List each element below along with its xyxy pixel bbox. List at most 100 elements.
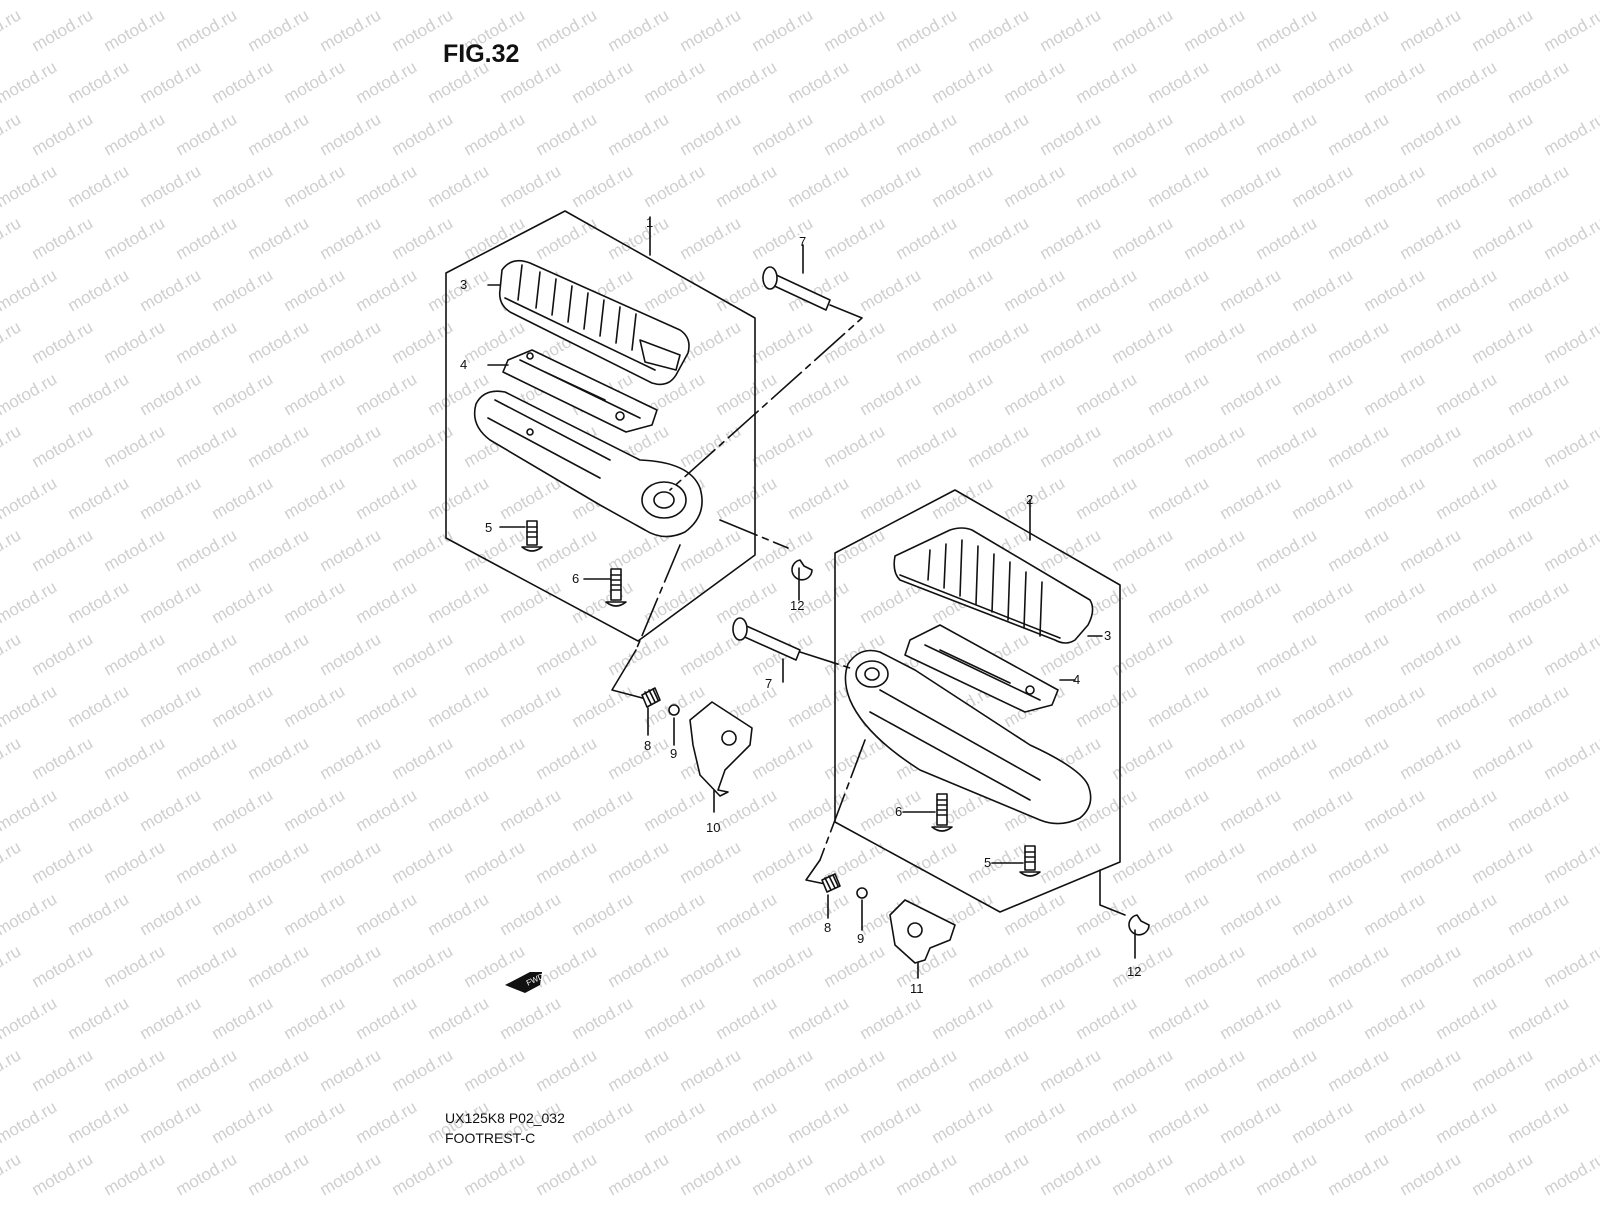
watermark-text: motod.ru <box>821 525 889 575</box>
watermark-text: motod.ru <box>569 0 637 3</box>
watermark-text: motod.ru <box>1433 0 1501 3</box>
watermark-text: motod.ru <box>1289 1097 1357 1147</box>
watermark-text: motod.ru <box>245 1045 313 1095</box>
watermark-text: motod.ru <box>353 57 421 107</box>
watermark-text: motod.ru <box>389 213 457 263</box>
watermark-text: motod.ru <box>173 1149 241 1199</box>
watermark-text: motod.ru <box>857 369 925 419</box>
watermark-text: motod.ru <box>173 317 241 367</box>
watermark-text: motod.ru <box>785 993 853 1043</box>
watermark-text: motod.ru <box>1541 525 1600 575</box>
watermark-text: motod.ru <box>173 1045 241 1095</box>
watermark-text: motod.ru <box>1505 577 1573 627</box>
watermark-text: motod.ru <box>353 265 421 315</box>
watermark-text: motod.ru <box>1145 889 1213 939</box>
watermark-text: motod.ru <box>0 941 24 991</box>
watermark-text: motod.ru <box>353 473 421 523</box>
watermark-text: motod.ru <box>1109 941 1177 991</box>
watermark-text: motod.ru <box>1325 629 1393 679</box>
watermark-text: motod.ru <box>173 629 241 679</box>
watermark-text: motod.ru <box>1361 993 1429 1043</box>
watermark-text: motod.ru <box>1145 473 1213 523</box>
watermark-text: motod.ru <box>533 1045 601 1095</box>
watermark-text: motod.ru <box>1397 213 1465 263</box>
watermark-text: motod.ru <box>713 473 781 523</box>
watermark-text: motod.ru <box>209 0 277 3</box>
watermark-text: motod.ru <box>1505 161 1573 211</box>
watermark-text: motod.ru <box>1037 837 1105 887</box>
watermark-text: motod.ru <box>0 0 60 3</box>
watermark-text: motod.ru <box>1325 213 1393 263</box>
watermark-text: motod.ru <box>533 629 601 679</box>
watermark-text: motod.ru <box>425 577 493 627</box>
callout-7-top: 7 <box>799 234 806 249</box>
watermark-text: motod.ru <box>461 109 529 159</box>
watermark-text: motod.ru <box>353 0 421 3</box>
watermark-text: motod.ru <box>1433 161 1501 211</box>
watermark-text: motod.ru <box>389 1045 457 1095</box>
watermark-text: motod.ru <box>1397 317 1465 367</box>
watermark-text: motod.ru <box>1181 109 1249 159</box>
watermark-text: motod.ru <box>1073 681 1141 731</box>
watermark-text: motod.ru <box>137 993 205 1043</box>
watermark-text: motod.ru <box>1505 57 1573 107</box>
watermark-text: motod.ru <box>497 0 565 3</box>
watermark-text: motod.ru <box>1325 1149 1393 1199</box>
watermark-text: motod.ru <box>65 785 133 835</box>
watermark-text: motod.ru <box>1073 0 1141 3</box>
watermark-text: motod.ru <box>677 5 745 55</box>
watermark-text: motod.ru <box>1217 0 1285 3</box>
watermark-text: motod.ru <box>353 1097 421 1147</box>
watermark-text: motod.ru <box>1541 941 1600 991</box>
watermark-text: motod.ru <box>281 681 349 731</box>
watermark-text: motod.ru <box>1433 57 1501 107</box>
watermark-text: motod.ru <box>137 0 205 3</box>
watermark-text: motod.ru <box>29 317 97 367</box>
watermark-text: motod.ru <box>1253 109 1321 159</box>
watermark-text: motod.ru <box>137 1097 205 1147</box>
watermark-text: motod.ru <box>821 733 889 783</box>
watermark-text: motod.ru <box>245 525 313 575</box>
watermark-text: motod.ru <box>1217 785 1285 835</box>
watermark-text: motod.ru <box>1433 681 1501 731</box>
callout-5-left: 5 <box>485 520 492 535</box>
watermark-text: motod.ru <box>1145 681 1213 731</box>
watermark-text: motod.ru <box>173 421 241 471</box>
watermark-text: motod.ru <box>1397 421 1465 471</box>
watermark-text: motod.ru <box>425 785 493 835</box>
right-ball-9 <box>857 888 867 898</box>
watermark-text: motod.ru <box>1109 1149 1177 1199</box>
watermark-text: motod.ru <box>65 473 133 523</box>
watermark-text: motod.ru <box>1397 837 1465 887</box>
watermark-text: motod.ru <box>1073 265 1141 315</box>
callout-5-right: 5 <box>984 855 991 870</box>
watermark-text: motod.ru <box>0 317 24 367</box>
watermark-text: motod.ru <box>749 5 817 55</box>
callout-8-left: 8 <box>644 738 651 753</box>
watermark-text: motod.ru <box>749 733 817 783</box>
watermark-text: motod.ru <box>29 837 97 887</box>
figure-name: FOOTREST-C <box>445 1130 535 1146</box>
watermark-text: motod.ru <box>461 213 529 263</box>
watermark-text: motod.ru <box>209 265 277 315</box>
watermark-text: motod.ru <box>713 1097 781 1147</box>
watermark-text: motod.ru <box>317 1149 385 1199</box>
watermark-text: motod.ru <box>1469 941 1537 991</box>
watermark-text: motod.ru <box>785 369 853 419</box>
watermark-text: motod.ru <box>893 109 961 159</box>
watermark-text: motod.ru <box>1361 681 1429 731</box>
watermark-text: motod.ru <box>245 5 313 55</box>
watermark-text: motod.ru <box>1505 993 1573 1043</box>
watermark-text: motod.ru <box>353 993 421 1043</box>
watermark-text: motod.ru <box>1073 993 1141 1043</box>
watermark-text: motod.ru <box>1217 369 1285 419</box>
watermark-text: motod.ru <box>209 577 277 627</box>
watermark-text: motod.ru <box>1037 421 1105 471</box>
left-e-clip-12 <box>792 560 812 580</box>
callout-7-right: 7 <box>765 676 772 691</box>
watermark-text: motod.ru <box>1361 785 1429 835</box>
watermark-text: motod.ru <box>1325 5 1393 55</box>
watermark-text: motod.ru <box>929 57 997 107</box>
watermark-text: motod.ru <box>353 369 421 419</box>
watermark-text: motod.ru <box>1217 265 1285 315</box>
